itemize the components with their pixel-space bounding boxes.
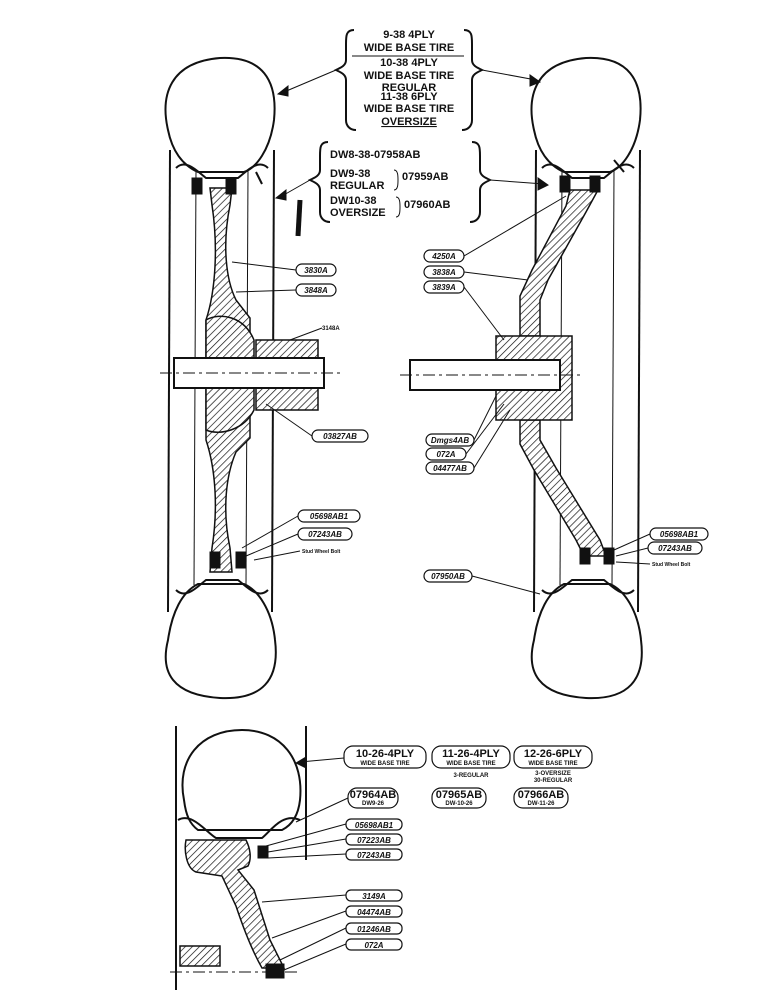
spec-d3a: 07966AB bbox=[518, 789, 565, 801]
btag-01246ab: 01246AB bbox=[357, 925, 391, 934]
tire-line-6: 11-38 6PLY bbox=[380, 91, 438, 103]
spec-c3a: 12-26-6PLY bbox=[524, 748, 583, 760]
rim-line-3a: DW10-38 bbox=[330, 195, 376, 207]
tire-line-8: OVERSIZE bbox=[381, 116, 437, 128]
tire-line-3: 10-38 4PLY bbox=[380, 57, 438, 69]
right-wheel bbox=[400, 56, 643, 700]
tire-line-2: WIDE BASE TIRE bbox=[364, 42, 454, 54]
left-rim-inner-line bbox=[167, 149, 171, 613]
left-wheel bbox=[160, 56, 340, 700]
rim-callout: DW8-38-07958AB DW9-38 REGULAR 07959AB DW… bbox=[274, 141, 549, 223]
btag-07243ab: 07243AB bbox=[357, 851, 391, 860]
btag-04474ab: 04474AB bbox=[357, 908, 391, 917]
bottom-spec-callouts: 10-26-4PLY WIDE BASE TIRE 11-26-4PLY WID… bbox=[295, 745, 593, 823]
tag-4250a: 4250A bbox=[431, 252, 456, 261]
spec-d1a: 07964AB bbox=[350, 789, 397, 801]
bottom-tire bbox=[181, 728, 302, 831]
spec-c3n2: 30-REGULAR bbox=[534, 778, 573, 784]
tag-3838a: 3838A bbox=[432, 268, 456, 277]
spec-d2b: DW-10-26 bbox=[445, 801, 473, 807]
bottom-tags: 05698AB1 07223AB 07243AB 3149A 04474AB 0… bbox=[261, 818, 403, 971]
right-wheel-tags: 4250A 3838A 3839A Dmgs4AB 072A 04477AB 0… bbox=[423, 195, 709, 595]
tire-line-1: 9-38 4PLY bbox=[383, 29, 435, 41]
rim-line-2b: REGULAR bbox=[330, 180, 384, 192]
rim-line-3c: 07960AB bbox=[404, 199, 451, 211]
bottom-wheel-disc bbox=[184, 839, 286, 969]
left-bottom-tire bbox=[164, 583, 277, 700]
btag-07223ab: 07223AB bbox=[357, 836, 391, 845]
tag-03827ab: 03827AB bbox=[323, 432, 357, 441]
left-top-bolt bbox=[191, 177, 203, 195]
spec-c1b: WIDE BASE TIRE bbox=[360, 761, 409, 767]
left-top-tire bbox=[164, 56, 276, 173]
left-bottom-bolt bbox=[209, 551, 221, 569]
spec-d2a: 07965AB bbox=[436, 789, 483, 801]
spec-d3b: DW-11-26 bbox=[528, 801, 556, 807]
spec-c3b: WIDE BASE TIRE bbox=[528, 761, 577, 767]
right-top-tire bbox=[530, 56, 642, 173]
tag-07243ab-left: 07243AB bbox=[308, 530, 342, 539]
tag-stud-bolt-right: Stud Wheel Bolt bbox=[652, 562, 691, 568]
rim-line-3b: OVERSIZE bbox=[330, 207, 386, 219]
btag-3149a: 3149A bbox=[362, 892, 386, 901]
spec-c2n: 3-REGULAR bbox=[453, 773, 489, 779]
spec-d1b: DW9-26 bbox=[362, 801, 385, 807]
tag-05698ab1-right: 05698AB1 bbox=[660, 530, 699, 539]
tag-05698ab1-left: 05698AB1 bbox=[310, 512, 349, 521]
tire-line-4: WIDE BASE TIRE bbox=[364, 70, 454, 82]
rim-line-2c: 07959AB bbox=[402, 171, 449, 183]
bottom-wheel-section bbox=[170, 726, 345, 990]
tag-07243ab-right: 07243AB bbox=[658, 544, 692, 553]
btag-072a: 072A bbox=[364, 941, 383, 950]
tire-size-callout: 9-38 4PLY WIDE BASE TIRE 10-38 4PLY WIDE… bbox=[276, 29, 542, 131]
right-wheel-spider bbox=[519, 189, 600, 337]
spec-c2b: WIDE BASE TIRE bbox=[446, 761, 495, 767]
tire-line-5: REGULAR bbox=[382, 82, 436, 94]
tag-3848a: 3848A bbox=[304, 286, 328, 295]
spec-c1a: 10-26-4PLY bbox=[356, 748, 415, 760]
tag-07950ab: 07950AB bbox=[431, 572, 465, 581]
btag-05698ab1: 05698AB1 bbox=[355, 821, 394, 830]
tag-04477ab: 04477AB bbox=[433, 464, 467, 473]
rim-line-1: DW8-38-07958AB bbox=[330, 149, 421, 161]
tag-3148a: 3148A bbox=[322, 326, 340, 332]
tag-3830a: 3830A bbox=[304, 266, 328, 275]
tire-line-7: WIDE BASE TIRE bbox=[364, 103, 454, 115]
spec-c2a: 11-26-4PLY bbox=[442, 748, 500, 760]
rim-line-2a: DW9-38 bbox=[330, 168, 370, 180]
tag-dmgs4ab: Dmgs4AB bbox=[431, 436, 469, 445]
right-bottom-tire bbox=[530, 583, 643, 700]
tag-stud-bolt-left: Stud Wheel Bolt bbox=[302, 549, 341, 555]
left-wheel-tags: 3830A 3848A 3148A 03827AB 05698AB1 07243… bbox=[231, 261, 369, 561]
spec-c3n1: 3-OVERSIZE bbox=[535, 771, 571, 777]
tag-3839a: 3839A bbox=[432, 283, 456, 292]
tag-072a-right: 072A bbox=[436, 450, 455, 459]
